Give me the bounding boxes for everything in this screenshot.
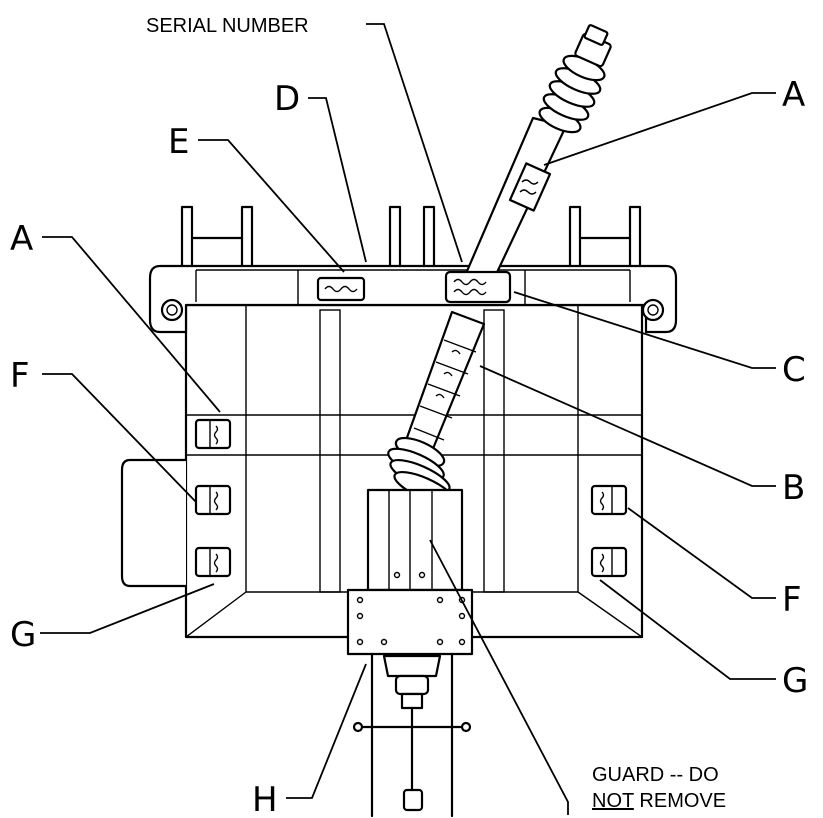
hitch-uprights [180, 205, 642, 269]
pto-driveline-lower [387, 310, 486, 506]
callout-f-right: F [782, 580, 802, 620]
decal-a-left [194, 418, 232, 450]
decal-e [316, 276, 366, 302]
callout-g-right: G [782, 661, 808, 701]
callout-h: H [252, 780, 278, 818]
serial-number-label: SERIAL NUMBER [146, 15, 309, 37]
callout-e: E [168, 122, 189, 162]
guard-note-line1: GUARD -- DO [592, 764, 719, 786]
decal-c [444, 270, 512, 304]
lower-coupler [352, 652, 472, 818]
callout-f-left: F [10, 356, 30, 396]
decal-f-right [590, 484, 628, 516]
decals [194, 270, 628, 578]
decal-g-right [590, 546, 628, 578]
callout-g-left: G [10, 615, 36, 655]
callout-a-left: A [10, 219, 33, 259]
guard-note-line2: NOT REMOVE [592, 790, 726, 812]
side-plate [120, 458, 188, 588]
callout-b: B [782, 468, 805, 508]
guard-note-remove: REMOVE [634, 790, 726, 812]
callout-c: C [782, 350, 806, 390]
pto-driveline-upper [456, 24, 612, 302]
decal-g-left [194, 546, 232, 578]
leader-lines [40, 23, 776, 815]
gearbox-guard [346, 488, 474, 656]
decal-f-left [194, 484, 232, 516]
guard-note-not: NOT [592, 790, 634, 812]
callout-d: D [274, 79, 300, 119]
top-rail [148, 264, 678, 334]
callout-a-right: A [782, 75, 805, 115]
